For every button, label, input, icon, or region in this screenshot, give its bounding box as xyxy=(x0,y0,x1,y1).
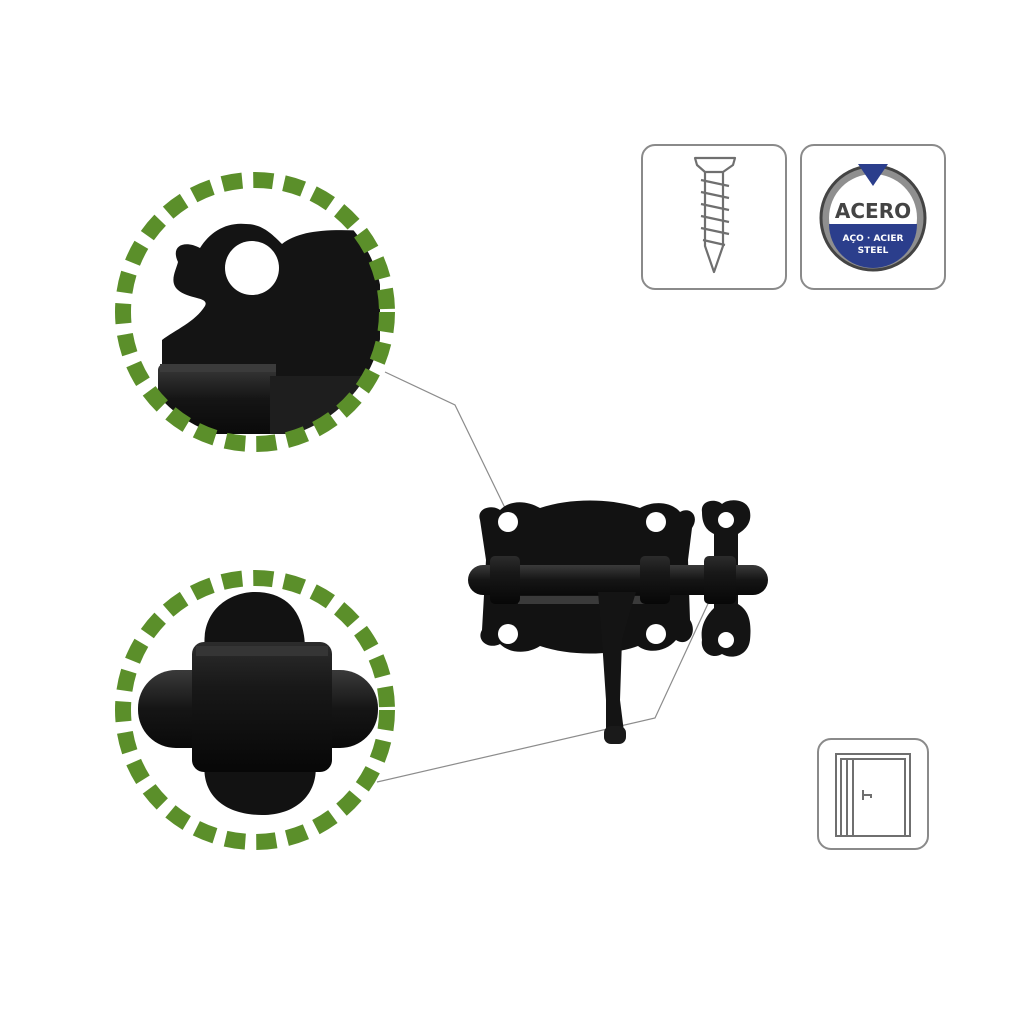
zoom-connector-lines xyxy=(376,371,713,783)
badge-title: ACERO xyxy=(835,199,911,223)
badge-subtitle-line1: AÇO · ACIER xyxy=(843,234,904,244)
steel-material-icon: ACERO AÇO · ACIER STEEL xyxy=(819,164,927,272)
door-icon xyxy=(835,753,911,837)
door-icon-box xyxy=(817,738,929,850)
steel-material-icon-box: ACERO AÇO · ACIER STEEL xyxy=(800,144,946,290)
mounting-hole xyxy=(225,241,279,295)
green-dashed-ring-top xyxy=(115,172,395,452)
screw-icon xyxy=(693,156,737,274)
plate-detail xyxy=(162,223,380,392)
zoom-circle-bottom xyxy=(115,570,395,850)
badge-subtitle-line2: STEEL xyxy=(858,246,889,256)
green-dashed-ring-bottom xyxy=(115,570,395,850)
zoom-circle-top xyxy=(115,172,395,452)
barrel-bolt-product xyxy=(468,500,768,744)
screw-icon-box xyxy=(641,144,787,290)
collar-detail xyxy=(192,642,332,772)
bolt-handle xyxy=(598,592,636,744)
connector-line-bottom xyxy=(376,594,713,783)
bolt-rod xyxy=(468,565,768,595)
connector-line-top xyxy=(384,371,507,511)
